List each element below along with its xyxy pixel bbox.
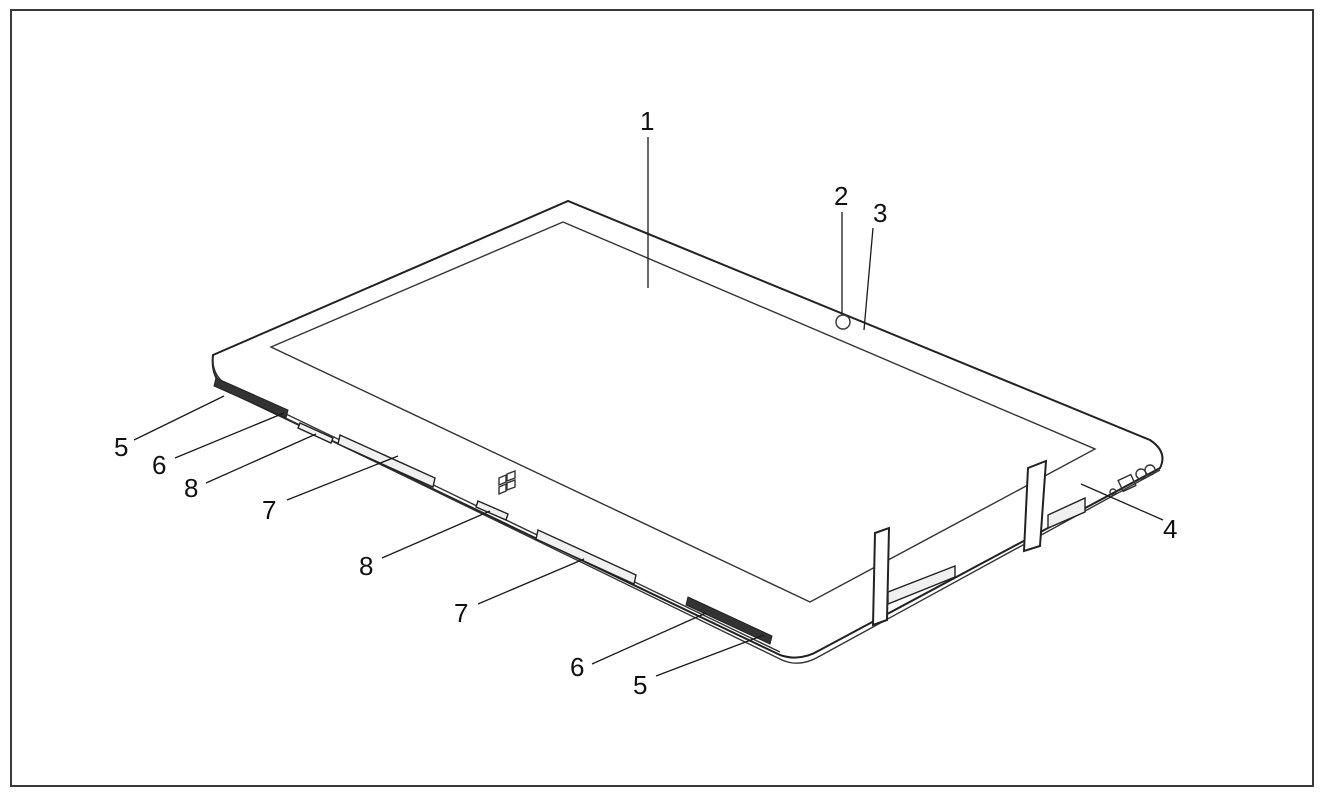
callout-docking-connector-center: 8 xyxy=(359,551,373,581)
right-edge-ports xyxy=(887,464,1156,606)
leader-lines xyxy=(133,137,1164,677)
callout-microphone-left: 6 xyxy=(152,450,166,480)
callout-docking-connector-left: 8 xyxy=(184,473,198,503)
callout-camera: 2 xyxy=(834,181,848,211)
callout-microphone-right: 6 xyxy=(570,652,584,682)
port-cover-flaps xyxy=(871,459,1048,627)
tablet-body xyxy=(211,199,1164,664)
callout-keyboard-connector-center: 7 xyxy=(454,598,468,628)
callout-screen: 1 xyxy=(640,106,654,136)
callout-keyboard-connector-left: 7 xyxy=(262,495,276,525)
windows-logo-icon xyxy=(498,469,516,496)
callout-speaker-right: 5 xyxy=(633,670,647,700)
callout-status-indicator: 4 xyxy=(1163,514,1177,544)
camera-icon xyxy=(835,314,851,330)
callout-labels: 1 2 3 4 5 6 8 7 8 7 6 5 xyxy=(114,106,1177,700)
callout-speaker-left: 5 xyxy=(114,432,128,462)
callout-ambient-light-sensor: 3 xyxy=(873,198,887,228)
